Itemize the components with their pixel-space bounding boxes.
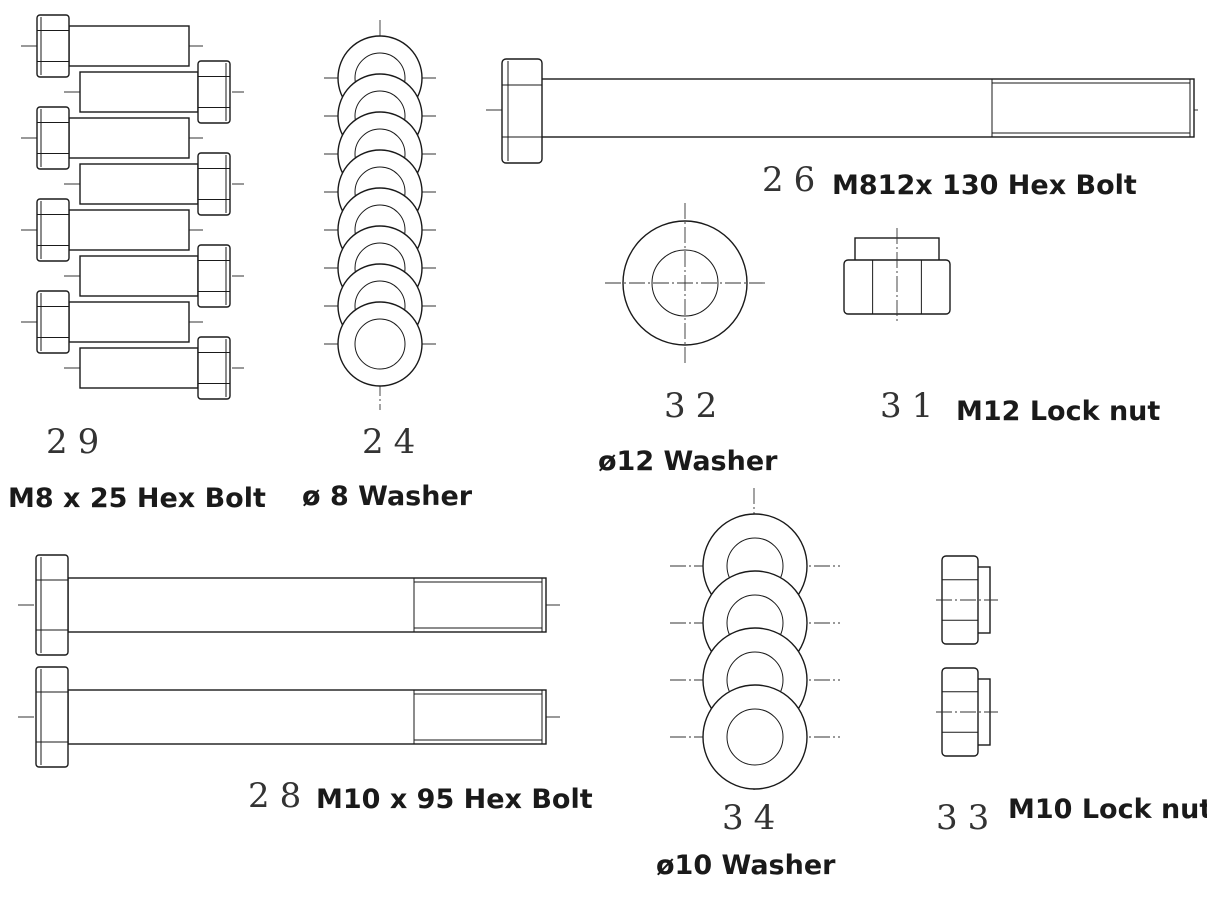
part-label-28: M10 x 95 Hex Bolt: [316, 784, 593, 815]
m8-bolt: [64, 152, 244, 216]
part-label-32: ø12 Washer: [598, 446, 778, 477]
part-number-32: 32: [664, 386, 728, 426]
part-label-33: M10 Lock nut: [1008, 794, 1207, 825]
part-label-24: ø 8 Washer: [302, 481, 473, 512]
m8-bolt: [21, 290, 203, 354]
part-label-31: M12 Lock nut: [956, 396, 1161, 427]
part-label-34: ø10 Washer: [656, 850, 836, 881]
m8-washer: [337, 301, 423, 387]
part-number-29: 29: [46, 422, 110, 462]
m8-bolt: [64, 60, 244, 124]
m10-washer-stack-drawing: [670, 488, 840, 790]
m12-lock-nut-drawing: [843, 228, 951, 322]
m8-washer-stack-drawing: [324, 20, 438, 410]
m8-washer-stack: [324, 20, 438, 410]
m12-lock-nut: [843, 228, 951, 322]
m8-bolt: [21, 106, 203, 170]
m10-lock-nut: [936, 555, 998, 645]
part-label-26: M812x 130 Hex Bolt: [832, 170, 1137, 201]
m12-long-bolt: [486, 58, 1200, 164]
part-number-31: 31: [880, 386, 944, 426]
m12-washer: [605, 203, 765, 363]
m12-washer-drawing: [605, 203, 765, 363]
m10-washer-stack: [670, 488, 840, 790]
part-label-29: M8 x 25 Hex Bolt: [8, 483, 266, 514]
part-number-26: 26: [762, 160, 826, 200]
m10-bolt-pair-drawing: [18, 554, 560, 768]
m10-bolt: [18, 554, 560, 656]
part-number-33: 33: [936, 798, 1000, 838]
m8-bolt: [21, 198, 203, 262]
m8-bolt: [64, 244, 244, 308]
part-number-28: 28: [248, 776, 312, 816]
m10-lock-nut: [936, 667, 998, 757]
m12-long-bolt-drawing: [486, 58, 1200, 164]
m8-bolt: [21, 14, 203, 78]
m10-lock-nut-pair-drawing: [936, 555, 998, 757]
m8-bolt-stack-drawing: [21, 14, 244, 400]
m10-washer: [702, 684, 808, 790]
part-number-34: 34: [722, 798, 786, 838]
part-number-24: 24: [362, 422, 426, 462]
m8-bolt: [64, 336, 244, 400]
m10-bolt: [18, 666, 560, 768]
